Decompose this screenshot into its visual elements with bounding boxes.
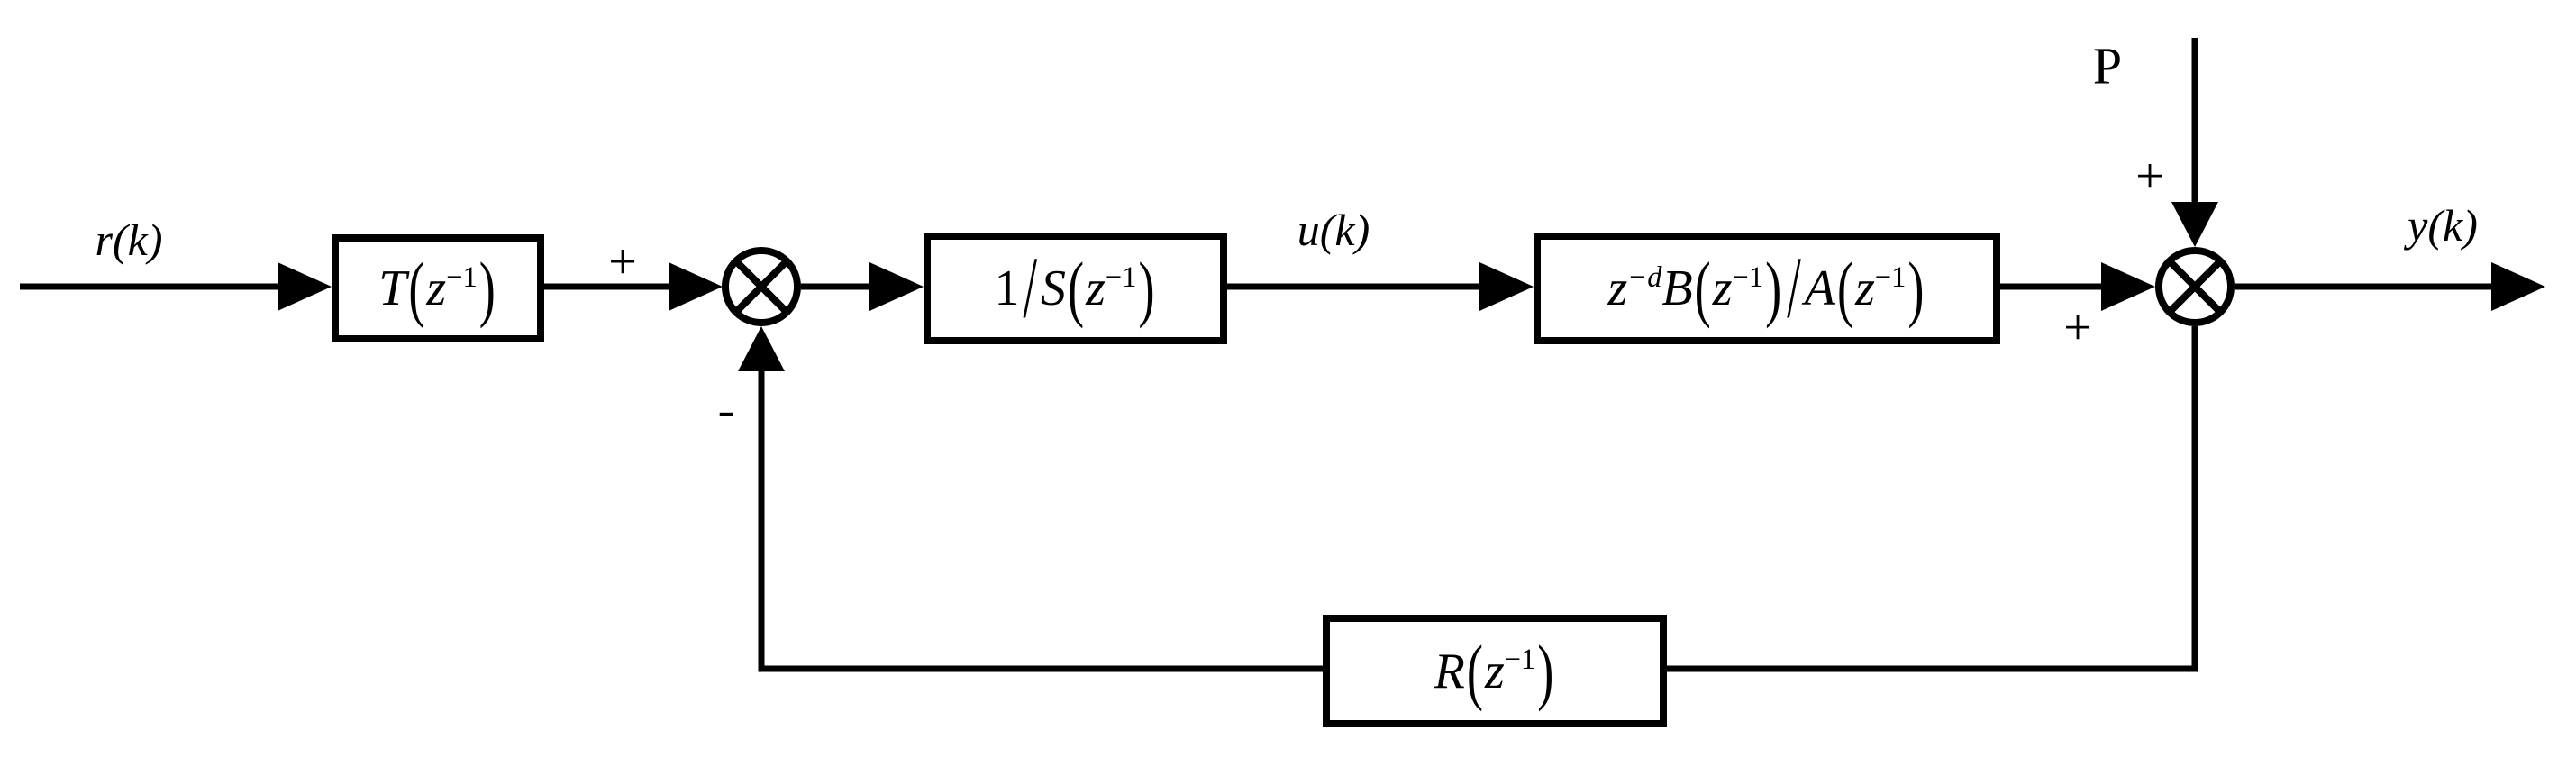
arrowhead-feedback-into-sum1 (738, 326, 785, 371)
arrowhead-into-sum1 (669, 262, 723, 311)
sum2-plus-sign-top: + (2135, 149, 2164, 205)
control-signal-label: u(k) (1297, 205, 1370, 255)
arrowhead-into-controller (869, 262, 924, 311)
prefilter-block: T(z−1) (332, 234, 544, 342)
wire-feedback-to-sum1 (758, 370, 1323, 672)
arrowhead-disturbance-into-sum2 (2171, 202, 2218, 247)
output-signal-label: y(k) (2408, 200, 2478, 251)
feedback-block-label: R(z−1) (1434, 630, 1554, 712)
sum2-cross-diagonal-2 (2166, 258, 2224, 315)
plant-block-label: z−dB(z−1)/A(z−1) (1607, 239, 1925, 338)
sum2-plus-sign-left: + (2063, 300, 2092, 356)
arrowhead-into-sum2 (2101, 262, 2155, 311)
sum1-cross-diagonal-2 (733, 258, 790, 315)
disturbance-signal-label: P (2092, 36, 2123, 96)
arrowhead-into-plant (1479, 262, 1534, 311)
controller-block: 1/S(z−1) (924, 233, 1227, 344)
plant-block: z−dB(z−1)/A(z−1) (1534, 233, 2000, 344)
sum1-plus-sign: + (608, 234, 637, 290)
wire-output-to-feedback-block (1667, 326, 2198, 672)
controller-block-label: 1/S(z−1) (994, 239, 1155, 338)
arrowhead-into-prefilter (278, 262, 332, 311)
sum1-minus-sign: - (717, 382, 735, 438)
prefilter-block-label: T(z−1) (378, 248, 496, 329)
arrowhead-output (2491, 262, 2545, 311)
input-signal-label: r(k) (95, 215, 163, 265)
feedback-block: R(z−1) (1323, 615, 1667, 727)
